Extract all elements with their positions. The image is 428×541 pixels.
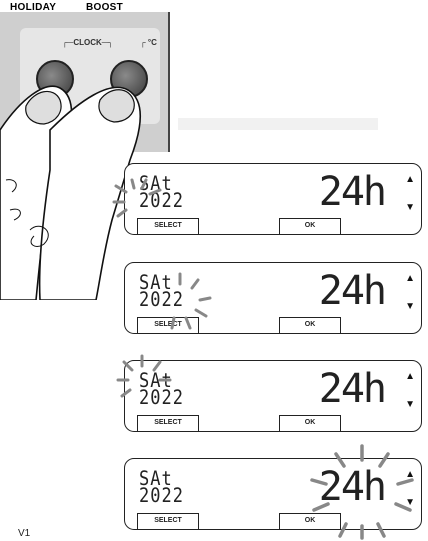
ok-button-2[interactable]: OK — [279, 317, 341, 334]
lcd-screen-4: SAt 2022 24h ▲ ▼ SELECT OK — [124, 458, 422, 530]
lcd-screen-3: SAt 2022 24h ▲ ▼ SELECT OK — [124, 360, 422, 432]
lcd-screen-1: SAt 2022 24h ▲ ▼ SELECT OK — [124, 163, 422, 235]
boost-label: BOOST — [86, 2, 124, 13]
lcd-year-1: 2022 — [139, 189, 184, 213]
lcd-year-2: 2022 — [139, 288, 184, 312]
up-arrow-icon[interactable]: ▲ — [405, 174, 415, 185]
down-arrow-icon[interactable]: ▼ — [405, 399, 415, 410]
up-arrow-icon[interactable]: ▲ — [405, 371, 415, 382]
select-button-4[interactable]: SELECT — [137, 513, 199, 530]
up-arrow-icon[interactable]: ▲ — [405, 273, 415, 284]
lcd-date: SAt 2022 — [139, 174, 184, 213]
lcd-time-format-2: 24h — [318, 268, 387, 314]
down-arrow-icon[interactable]: ▼ — [405, 301, 415, 312]
select-button-1[interactable]: SELECT — [137, 218, 199, 235]
fade-bar — [178, 118, 378, 130]
lcd-time-format-1: 24h — [318, 169, 387, 215]
lcd-year-3: 2022 — [139, 386, 184, 410]
temp-label: ┌ °C — [140, 38, 157, 47]
ok-button-1[interactable]: OK — [279, 218, 341, 235]
lcd-day-4: SAt — [139, 467, 173, 491]
lcd-time-format-3: 24h — [318, 366, 387, 412]
select-button-3[interactable]: SELECT — [137, 415, 199, 432]
lcd-date: SAt 2022 — [139, 369, 184, 410]
lcd-day-3: SAt — [139, 369, 173, 393]
ok-button-3[interactable]: OK — [279, 415, 341, 432]
clock-label: ┌─CLOCK─┐ — [62, 38, 114, 47]
up-arrow-icon[interactable]: ▲ — [405, 469, 415, 480]
lcd-day-2: SAt — [139, 271, 173, 295]
lcd-screen-2: SAt 2022 24h ▲ ▼ SELECT OK — [124, 262, 422, 334]
down-arrow-icon[interactable]: ▼ — [405, 497, 415, 508]
holiday-label: HOLIDAY — [10, 2, 57, 13]
down-arrow-icon[interactable]: ▼ — [405, 202, 415, 213]
lcd-year-4: 2022 — [139, 484, 184, 508]
finger-icon — [0, 85, 142, 300]
lcd-date: SAt 2022 — [139, 271, 184, 312]
version-label: V1 — [18, 528, 31, 539]
lcd-date: SAt 2022 — [139, 467, 184, 508]
select-button-2[interactable]: SELECT — [137, 317, 199, 334]
lcd-time-format-4: 24h — [318, 464, 387, 510]
ok-button-4[interactable]: OK — [279, 513, 341, 530]
